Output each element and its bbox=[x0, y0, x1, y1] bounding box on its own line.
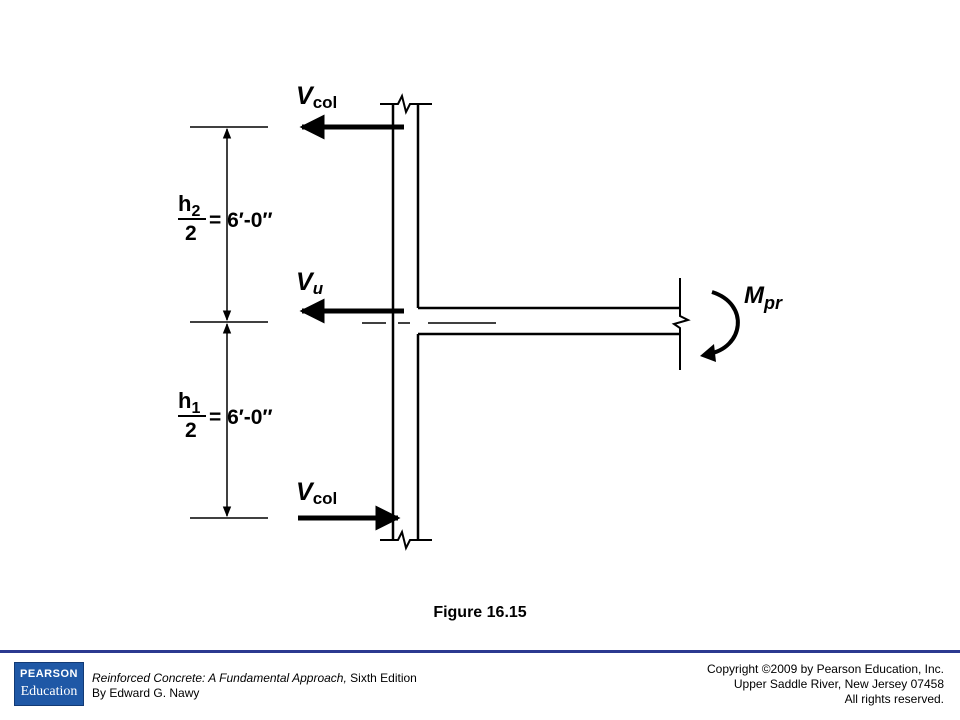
v-col-bottom-label: Vcol bbox=[296, 478, 337, 508]
book-info: Reinforced Concrete: A Fundamental Appro… bbox=[92, 671, 417, 701]
beam-end-break bbox=[671, 278, 691, 370]
pearson-logo: PEARSON Education bbox=[14, 662, 84, 706]
moment-arrow bbox=[700, 290, 740, 362]
book-edition: Sixth Edition bbox=[350, 671, 417, 685]
column-top-break bbox=[380, 93, 432, 115]
svg-text:2: 2 bbox=[185, 222, 197, 245]
beam bbox=[362, 278, 691, 370]
svg-text:h2: h2 bbox=[178, 191, 200, 220]
beam-column-joint-diagram: Vcol Vu Vcol Mpr h2 2 = 6′-0″ h1 2 = 6′-… bbox=[178, 82, 783, 551]
v-col-top-label: Vcol bbox=[296, 82, 337, 112]
svg-text:h1: h1 bbox=[178, 388, 200, 417]
column bbox=[380, 93, 432, 551]
logo-bottom-text: Education bbox=[20, 684, 78, 699]
figure-caption: Figure 16.15 bbox=[433, 604, 527, 621]
copyright-notice: Copyright ©2009 by Pearson Education, In… bbox=[707, 662, 944, 706]
svg-text:= 6′-0″: = 6′-0″ bbox=[209, 209, 273, 232]
svg-text:2: 2 bbox=[185, 419, 197, 442]
force-arrows bbox=[298, 114, 404, 531]
lower-dimension-label: h1 2 = 6′-0″ bbox=[178, 388, 273, 442]
v-u-label: Vu bbox=[296, 268, 324, 298]
dimension-extension-lines bbox=[190, 126, 268, 519]
svg-text:= 6′-0″: = 6′-0″ bbox=[209, 406, 273, 429]
book-title: Reinforced Concrete: A Fundamental Appro… bbox=[92, 671, 347, 685]
upper-dimension-label: h2 2 = 6′-0″ bbox=[178, 191, 273, 245]
logo-top-text: PEARSON bbox=[20, 668, 78, 680]
m-pr-label: Mpr bbox=[744, 282, 783, 313]
book-author: By Edward G. Nawy bbox=[92, 686, 200, 700]
footer-divider bbox=[0, 650, 960, 653]
column-bottom-break bbox=[380, 529, 432, 551]
